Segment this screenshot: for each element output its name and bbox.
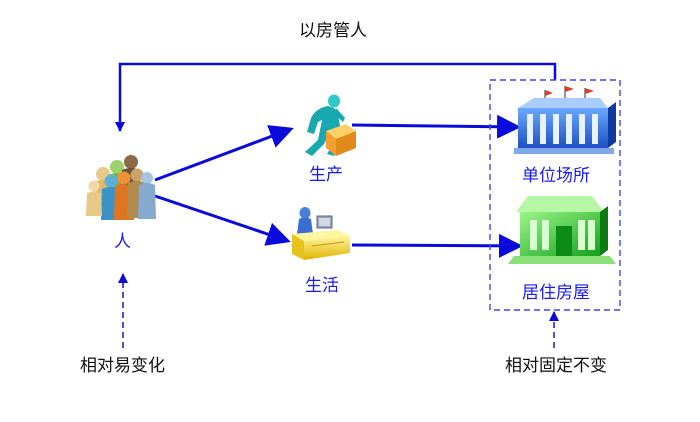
people-label: 人 — [114, 232, 131, 252]
arrow-people-to-life — [154, 194, 291, 246]
feedback-arrow — [115, 62, 557, 132]
top-label: 以房管人 — [299, 21, 367, 41]
arrow-production-to-workplace — [351, 114, 521, 139]
office-building-icon — [514, 86, 616, 154]
left-note: 相对易变化 — [80, 356, 165, 376]
life-label: 生活 — [305, 276, 339, 296]
housing-label: 居住房屋 — [522, 283, 590, 303]
people-group-icon — [86, 155, 156, 220]
arrow-life-to-housing — [351, 233, 523, 258]
house-icon — [508, 196, 616, 264]
production-label: 生产 — [309, 165, 343, 185]
arrow-people-to-production — [154, 125, 294, 182]
right-note: 相对固定不变 — [505, 356, 607, 376]
fixed-places-box — [489, 79, 621, 311]
person-at-computer-desk-icon — [292, 207, 350, 260]
workplace-label: 单位场所 — [522, 166, 590, 186]
worker-with-box-icon — [305, 94, 356, 156]
